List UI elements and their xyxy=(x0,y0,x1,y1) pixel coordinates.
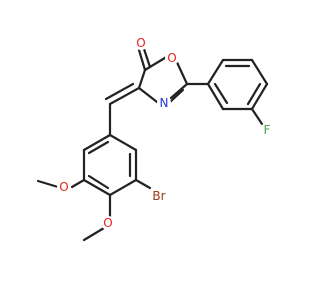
bond-o-methoxy2-ch3 xyxy=(36,179,60,189)
bond-b5-br xyxy=(134,178,152,190)
bond-c6-c1 xyxy=(206,82,225,111)
bond-c4-vinyl xyxy=(108,86,141,106)
molecule-structure: .white-halo { fill: #ffffff; } O O xyxy=(36,36,271,242)
bond-c5-o-carbonyl xyxy=(137,48,147,72)
bond-b1-b2-inner xyxy=(87,140,110,155)
bond-c2-n3-double xyxy=(168,88,185,104)
bond-c4-c5 xyxy=(137,68,147,90)
bond-b3-o-methoxy xyxy=(70,178,86,189)
bond-c5-o1 xyxy=(143,54,170,72)
atom-n: N xyxy=(160,96,169,110)
atom-o-ring: O xyxy=(167,51,176,65)
atom-o-carbonyl: O xyxy=(136,36,145,50)
bond-b3-b4 xyxy=(82,178,112,197)
bond-c2-n3 xyxy=(169,82,189,100)
bond-b6-b1 xyxy=(108,133,138,152)
atom-br: Br xyxy=(152,189,165,203)
bond-c6-c1-inner xyxy=(213,82,229,105)
atom-f: F xyxy=(264,123,271,137)
bond-b3-b4-inner xyxy=(87,174,110,190)
bond-o-methoxy-ch3 xyxy=(82,226,106,242)
bond-b4-b5 xyxy=(108,178,138,197)
atom-o-methoxy-1: O xyxy=(59,180,68,194)
bond-n3-c4 xyxy=(137,86,159,104)
bond-c4-vinyl-double xyxy=(104,82,135,101)
bond-c1-c2 xyxy=(206,58,225,86)
bond-c4-c5 xyxy=(250,82,269,111)
bond-c5-o-carbonyl-double xyxy=(142,47,152,69)
bond-c4-c5-inner xyxy=(246,82,262,106)
molecule-canvas: .white-halo { fill: #ffffff; } O O xyxy=(36,36,271,242)
bond-b1-b2 xyxy=(82,133,112,152)
atom-o-methoxy-2: O xyxy=(103,216,112,230)
bond-c5-f xyxy=(250,107,264,126)
bond-c3-c4 xyxy=(250,58,269,86)
